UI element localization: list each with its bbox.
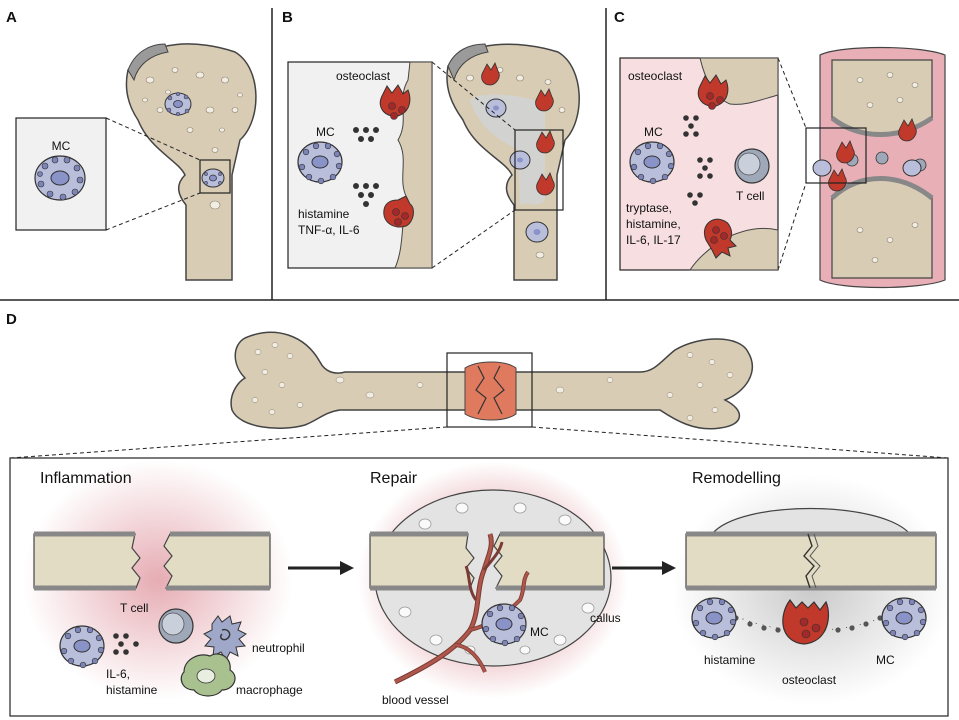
stage-repair: Repair [358,462,628,707]
osteoclast-icon [697,74,729,110]
mast-cell-icon [509,150,531,170]
mc-label: MC [644,125,663,139]
long-bone [230,331,753,430]
mast-cell-icon [59,625,105,669]
blood-vessel [393,533,530,685]
osteoclast-icon [536,130,555,154]
mast-cell-icon [164,91,192,117]
mc-label: MC [876,653,895,667]
t-cell-icon [158,608,194,644]
granule-dots [733,615,883,633]
panel-d: D Inflammation [6,311,952,717]
macrophage-icon [180,653,236,697]
mc-label: MC [316,125,335,139]
mediator-label: IL-6, IL-17 [626,233,681,247]
mediator-label: histamine [298,207,350,221]
mast-cell-icon [525,221,549,243]
granule-dots [683,115,713,206]
zoom-line [777,57,807,129]
zoom-line [105,192,201,231]
mc-label: MC [52,139,71,153]
osteoclast-icon [782,598,830,645]
zoom-line [105,117,201,161]
osteoclast-label: osteoclast [782,673,837,687]
panel-a-letter: A [6,9,17,26]
t-cell-icon [734,148,770,184]
callus-label: callus [590,611,621,625]
arrow-right-icon [288,561,354,575]
mast-cell-icon [481,603,527,647]
joint-c [819,46,946,289]
osteoclast-icon [535,88,554,112]
mast-cell-icon [881,597,927,641]
mc-label: MC [530,625,549,639]
panel-b: B [282,9,580,281]
t-cell-label: T cell [120,601,148,615]
mast-cell-icon [34,155,86,201]
mast-cell-icon [629,141,675,185]
panel-c-letter: C [614,9,625,26]
osteoclast-icon [481,62,500,86]
zoom-box-d [446,352,533,428]
histamine-label: histamine [704,653,756,667]
zoom-line [9,426,448,459]
mediator-label: tryptase, [626,201,672,215]
neutrophil-icon [203,615,247,662]
mediator-label: TNF-α, IL-6 [298,223,360,237]
zoom-box-b [514,129,564,211]
blood-vessel-label: blood vessel [382,693,449,707]
arrow-right-icon [612,561,676,575]
mast-cell-icon [812,159,832,177]
stage-title: Repair [370,470,418,487]
zoom-box-a [199,159,231,194]
mast-cell-icon [201,168,225,188]
osteoclast-icon [898,118,917,142]
osteoclast-icon [828,168,847,192]
macrophage-label: macrophage [236,683,303,697]
zoom-line [531,426,949,459]
stage-inflammation: Inflammation T cell [23,460,305,700]
zoom-box-c [805,127,867,184]
neutrophil-label: neutrophil [252,641,305,655]
zoom-line [431,209,516,269]
stage-remodelling: Remodelling [672,470,952,705]
osteoclast-icon [704,218,737,259]
zoom-line [777,182,807,271]
femur-head-a [125,43,257,281]
panel-a: A [6,9,257,281]
mast-cell-icon [691,597,737,641]
zoom-line [431,61,516,131]
panel-d-letter: D [6,311,17,328]
panel-b-letter: B [282,9,293,26]
osteoclast-icon [536,172,555,196]
mast-cell-icon [902,159,922,177]
stage-title: Inflammation [40,470,132,487]
osteoclast-icon [383,195,414,228]
granule-dots [113,633,139,655]
stage-title: Remodelling [692,470,781,487]
mast-cell-icon [297,141,343,185]
mast-cell-icon [485,98,507,118]
osteoclast-label: osteoclast [336,69,391,83]
mediator-label: histamine [106,683,158,697]
osteoclast-icon [379,84,411,120]
mediator-label: histamine, [626,217,681,231]
mediator-label: IL-6, [106,667,130,681]
panel-c: C [614,9,946,289]
osteoclast-label: osteoclast [628,69,683,83]
t-cell-label: T cell [736,189,764,203]
osteoclast-icon [836,140,855,164]
granule-dots [353,127,379,207]
